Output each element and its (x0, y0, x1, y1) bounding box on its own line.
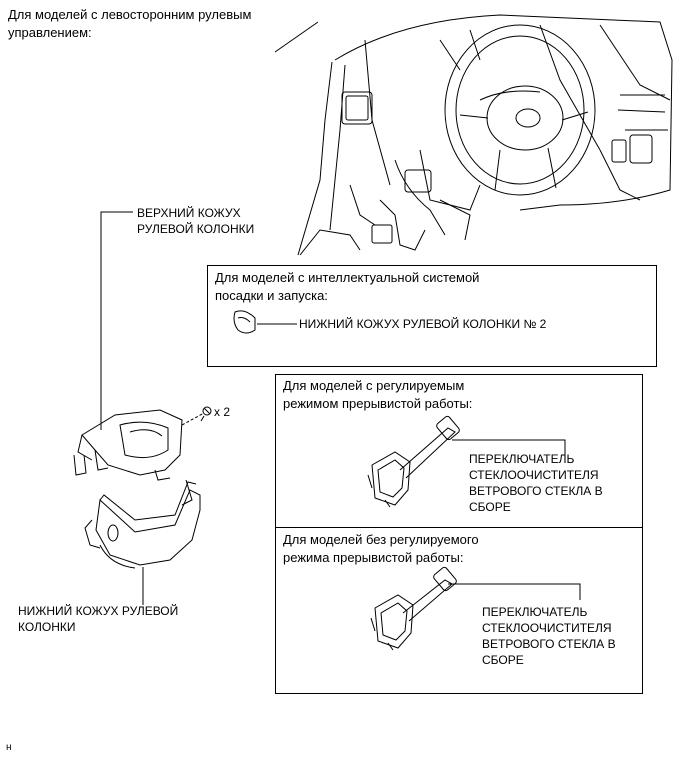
header-line-1: Для моделей с левосторонним рулевым (8, 7, 252, 22)
wiper-switch-illustration (367, 415, 566, 508)
box-smart-title-2: посадки и запуска: (215, 288, 328, 303)
box-wiper-switch (275, 374, 643, 694)
box-nonadjustable-part-2: СТЕКЛООЧИСТИТЕЛЯ (482, 621, 612, 635)
lower-column-cover-illustration (84, 479, 201, 569)
callout-lower-cover-1: НИЖНИЙ КОЖУХ РУЛЕВОЙ (18, 604, 179, 618)
box-adjustable-part-1: ПЕРЕКЛЮЧАТЕЛЬ (469, 452, 575, 466)
box-adjustable-title-1: Для моделей с регулируемым (283, 378, 465, 393)
steering-wheel-icon (444, 24, 596, 196)
callout-upper-cover-2: РУЛЕВОЙ КОЛОНКИ (137, 222, 255, 236)
box-adjustable-title-2: режимом прерывистой работы: (283, 396, 473, 411)
box-nonadjustable-part-4: СБОРЕ (482, 653, 524, 667)
upper-column-cover-illustration (73, 409, 183, 481)
screw-icon (200, 406, 212, 422)
column-cover-no2-icon (233, 310, 297, 334)
box-smart-part-label: НИЖНИЙ КОЖУХ РУЛЕВОЙ КОЛОНКИ № 2 (299, 317, 547, 331)
dashboard-illustration (274, 14, 673, 256)
box-adjustable-part-3: ВЕТРОВОГО СТЕКЛА В (469, 484, 603, 498)
wiper-switch-illustration (370, 566, 581, 651)
header-line-2: управлением: (8, 25, 92, 40)
callout-screw-qty: x 2 (214, 405, 231, 419)
box-nonadjustable-title-1: Для моделей без регулируемого (283, 532, 479, 547)
box-smart-entry (207, 265, 657, 367)
box-smart-title-1: Для моделей с интеллектуальной системой (215, 270, 480, 285)
box-nonadjustable-title-2: режима прерывистой работы: (283, 550, 464, 565)
box-nonadjustable-part-3: ВЕТРОВОГО СТЕКЛА В (482, 637, 616, 651)
callout-lower-cover-2: КОЛОНКИ (18, 620, 76, 634)
callout-upper-cover-1: ВЕРХНИЙ КОЖУХ (137, 206, 241, 220)
box-nonadjustable-part-1: ПЕРЕКЛЮЧАТЕЛЬ (482, 605, 588, 619)
box-adjustable-part-4: СБОРЕ (469, 500, 511, 514)
box-divider (275, 527, 643, 528)
box-adjustable-part-2: СТЕКЛООЧИСТИТЕЛЯ (469, 468, 599, 482)
figure-code: н (6, 742, 12, 753)
